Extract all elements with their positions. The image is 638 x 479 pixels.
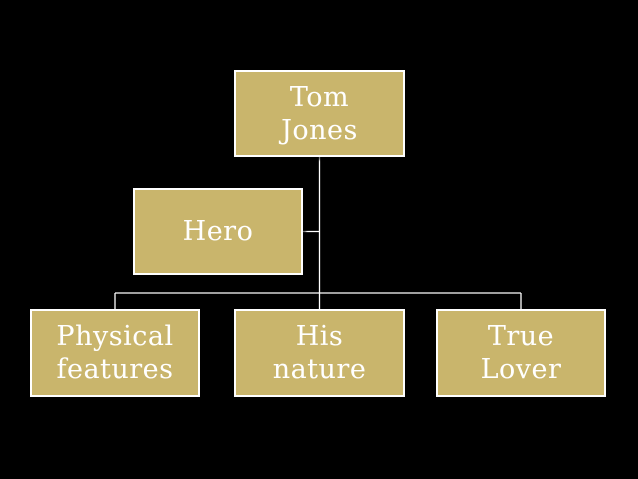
node-tom-jones: Tom Jones: [234, 70, 405, 157]
node-hero-label: Hero: [182, 216, 254, 247]
node-true-lover: True Lover: [436, 309, 606, 397]
node-hero: Hero: [133, 188, 303, 275]
node-his-nature-label: His nature: [272, 321, 367, 385]
node-tom-jones-label: Tom Jones: [281, 81, 358, 146]
node-true-lover-label: True Lover: [480, 321, 562, 385]
node-his-nature: His nature: [234, 309, 405, 397]
node-physical-features: Physical features: [30, 309, 200, 397]
node-physical-features-label: Physical features: [56, 321, 174, 385]
